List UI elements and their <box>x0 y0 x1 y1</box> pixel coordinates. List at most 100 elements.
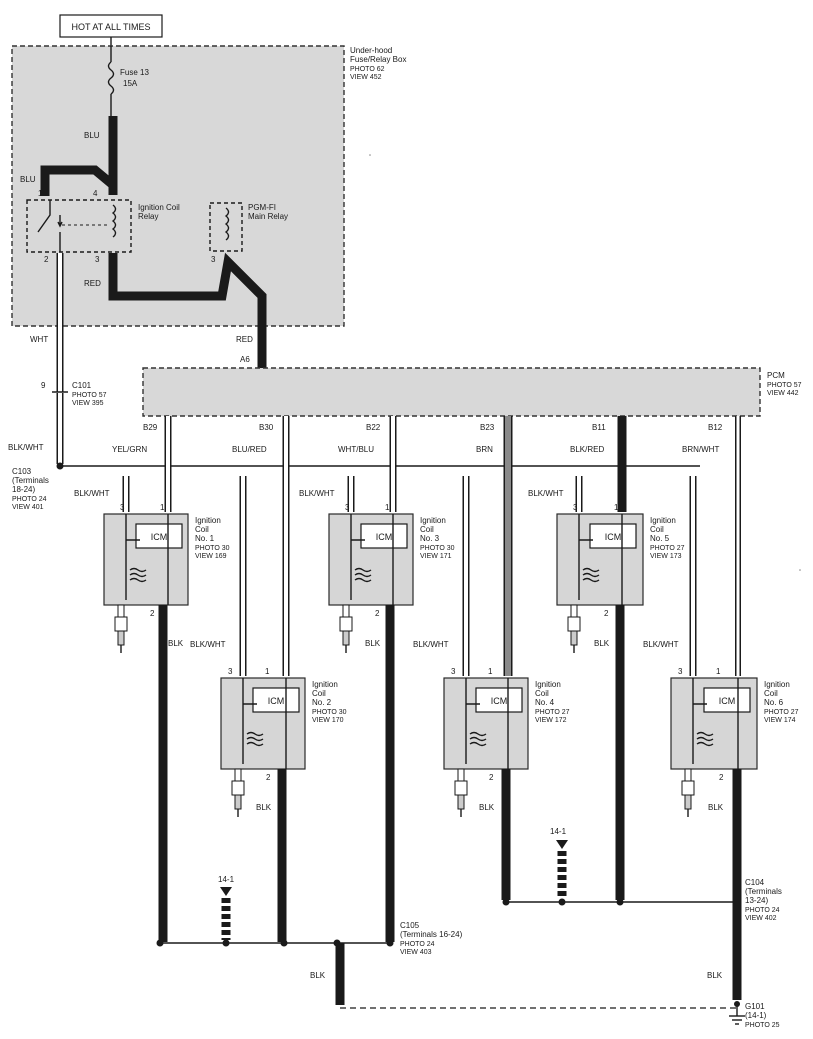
svg-text:3: 3 <box>228 667 233 676</box>
svg-text:Ignition: Ignition <box>650 516 676 525</box>
connector-c103: C103 (Terminals 18-24) PHOTO 24 VIEW 401 <box>12 462 64 511</box>
svg-text:ICM: ICM <box>719 696 736 706</box>
wire-blu-relay-pin1 <box>40 165 116 196</box>
svg-text:9: 9 <box>41 381 46 390</box>
pcm-input-pin: A6 <box>240 355 250 364</box>
ground-icon <box>729 1004 745 1025</box>
svg-text:VIEW 170: VIEW 170 <box>312 717 344 724</box>
svg-text:PHOTO 24: PHOTO 24 <box>400 941 435 948</box>
svg-text:BLK/WHT: BLK/WHT <box>299 489 335 498</box>
pcm-view: VIEW 442 <box>767 390 799 397</box>
svg-text:ICM: ICM <box>491 696 508 706</box>
ignition-relay-name-2: Relay <box>138 212 158 221</box>
pcm-pin-b11: B11 <box>592 423 606 432</box>
hot-label: HOT AT ALL TIMES <box>71 22 150 32</box>
svg-text:ICM: ICM <box>268 696 285 706</box>
ignition-coil-2: ICM 3 1 2 Ignition Coil No. 2 PHOTO 30 V… <box>220 667 347 817</box>
svg-text:1: 1 <box>614 503 619 512</box>
svg-text:ICM: ICM <box>376 532 393 542</box>
svg-text:Ignition: Ignition <box>535 680 561 689</box>
wire-label-blu-2: BLU <box>20 175 36 184</box>
svg-text:PHOTO 30: PHOTO 30 <box>420 545 455 552</box>
wire-label-yel-grn: YEL/GRN <box>112 445 147 454</box>
svg-text:PHOTO 30: PHOTO 30 <box>195 545 230 552</box>
svg-text:BLK/WHT: BLK/WHT <box>528 489 564 498</box>
ignition-relay-name-1: Ignition Coil <box>138 203 180 212</box>
svg-text:Coil: Coil <box>195 525 209 534</box>
svg-text:2: 2 <box>150 609 155 618</box>
svg-text:3: 3 <box>678 667 683 676</box>
svg-text:2: 2 <box>489 773 494 782</box>
wire-label-red-1: RED <box>84 279 101 288</box>
svg-text:(Terminals 16-24): (Terminals 16-24) <box>400 930 463 939</box>
pcm-box: PCM PHOTO 57 VIEW 442 <box>142 367 802 417</box>
fuse-box-name-1: Under-hood <box>350 46 392 55</box>
svg-text:Coil: Coil <box>764 689 778 698</box>
svg-text:BLK: BLK <box>256 803 272 812</box>
svg-text:No. 3: No. 3 <box>420 534 440 543</box>
svg-text:PHOTO 27: PHOTO 27 <box>764 709 799 716</box>
svg-text:Coil: Coil <box>420 525 434 534</box>
svg-text:BLK/WHT: BLK/WHT <box>643 640 679 649</box>
connector-c104: C104 (Terminals 13-24) PHOTO 24 VIEW 402 <box>502 878 782 922</box>
connector-c105: C105 (Terminals 16-24) PHOTO 24 VIEW 403 <box>156 921 463 956</box>
svg-text:BLK: BLK <box>310 971 326 980</box>
svg-text:PHOTO 27: PHOTO 27 <box>650 545 685 552</box>
pgm-fi-main-relay: PGM-FI Main Relay 3 <box>209 202 288 264</box>
fuse-box-name-2: Fuse/Relay Box <box>350 55 406 64</box>
svg-text:3: 3 <box>451 667 456 676</box>
reference-marker-left: 14-1 <box>218 875 235 940</box>
svg-text:PHOTO 27: PHOTO 27 <box>535 709 570 716</box>
svg-text:3: 3 <box>573 503 578 512</box>
svg-text:3: 3 <box>120 503 125 512</box>
svg-text:1: 1 <box>385 503 390 512</box>
svg-text:(Terminals: (Terminals <box>12 476 49 485</box>
svg-text:(Terminals: (Terminals <box>745 887 782 896</box>
svg-text:1: 1 <box>716 667 721 676</box>
pcm-pin-b23: B23 <box>480 423 495 432</box>
svg-text:18-24): 18-24) <box>12 485 35 494</box>
wire-red-to-pcm <box>108 252 267 368</box>
wire-label-wht-blu: WHT/BLU <box>338 445 374 454</box>
ignition-coil-5: ICM 3 1 2 Ignition Coil No. 5 PHOTO 27 V… <box>556 503 685 653</box>
svg-text:BLK: BLK <box>168 639 184 648</box>
svg-text:Coil: Coil <box>650 525 664 534</box>
svg-text:ICM: ICM <box>605 532 622 542</box>
wire-label-blk-red: BLK/RED <box>570 445 604 454</box>
ignition-coil-6: ICM 3 1 2 Ignition Coil No. 6 PHOTO 27 V… <box>670 667 799 817</box>
svg-text:BLK/WHT: BLK/WHT <box>190 640 226 649</box>
ignition-coil-relay: 1 4 Ignition Coil Relay 2 3 <box>26 189 180 264</box>
wire-label-blu-red: BLU/RED <box>232 445 267 454</box>
fuse-name: Fuse 13 <box>120 68 149 77</box>
pcm-pin-b22: B22 <box>366 423 381 432</box>
svg-text:2: 2 <box>604 609 609 618</box>
hot-at-all-times-box: HOT AT ALL TIMES <box>59 14 163 46</box>
wire-label-wht: WHT <box>30 335 48 344</box>
pcm-photo: PHOTO 57 <box>767 382 802 389</box>
ground-g101: G101 (14-1) PHOTO 25 <box>729 1001 780 1029</box>
pgm-relay-name-1: PGM-FI <box>248 203 276 212</box>
svg-text:1: 1 <box>265 667 270 676</box>
svg-text:2: 2 <box>719 773 724 782</box>
under-hood-fuse-relay-box: Under-hood Fuse/Relay Box PHOTO 62 VIEW … <box>11 45 406 327</box>
svg-text:BLK: BLK <box>594 639 610 648</box>
connector-c101: 9 C101 PHOTO 57 VIEW 395 <box>41 381 107 407</box>
svg-text:1: 1 <box>488 667 493 676</box>
svg-text:VIEW 172: VIEW 172 <box>535 717 567 724</box>
wire-label-brn-wht: BRN/WHT <box>682 445 719 454</box>
svg-text:Ignition: Ignition <box>195 516 221 525</box>
svg-text:ICM: ICM <box>151 532 168 542</box>
pgm-relay-name-2: Main Relay <box>248 212 288 221</box>
svg-text:VIEW 171: VIEW 171 <box>420 553 452 560</box>
svg-text:3: 3 <box>345 503 350 512</box>
ignition-coil-3: ICM 3 1 2 Ignition Coil No. 3 PHOTO 30 V… <box>328 503 455 653</box>
pcm-name: PCM <box>767 371 785 380</box>
svg-text:(14-1): (14-1) <box>745 1011 767 1020</box>
spark-plug-icon <box>681 768 695 817</box>
svg-text:1: 1 <box>38 189 43 198</box>
svg-text:BLK: BLK <box>707 971 723 980</box>
spark-plug-icon <box>339 604 353 653</box>
svg-text:G101: G101 <box>745 1002 765 1011</box>
reference-marker-right: 14-1 <box>550 827 568 899</box>
svg-text:No. 4: No. 4 <box>535 698 555 707</box>
